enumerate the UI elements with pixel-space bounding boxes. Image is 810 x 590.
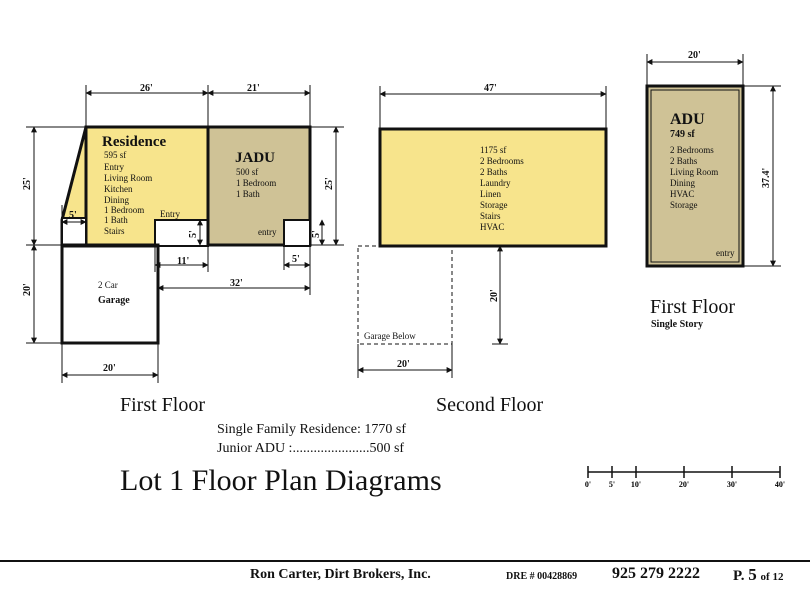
residence-room-line: Living Room <box>104 173 152 183</box>
residence-area: 595 sf <box>104 150 126 160</box>
jadu-room-line: 1 Bedroom <box>236 178 276 188</box>
residence-room-line: Entry <box>104 162 124 172</box>
residence-notch-dim: 5' <box>69 210 77 221</box>
first-floor-caption: First Floor <box>120 394 205 416</box>
adu-area: 749 sf <box>670 129 695 140</box>
residence-width-dim: 26' <box>140 83 153 94</box>
second-floor-room-line: Storage <box>480 200 508 210</box>
second-floor-room-line: Laundry <box>480 178 511 188</box>
footer-phone: 925 279 2222 <box>612 565 700 582</box>
residence-title: Residence <box>102 134 166 150</box>
adu-width-dim: 20' <box>688 50 701 61</box>
adu-room-line: Storage <box>670 200 698 210</box>
garage-label-line2: Garage <box>98 295 130 306</box>
first-floor-dimensions <box>26 85 344 383</box>
scale-tick-label: 10' <box>631 480 641 489</box>
garage-label-line1: 2 Car <box>98 280 118 290</box>
garage-room <box>60 243 160 345</box>
residence-room-line: Stairs <box>104 226 125 236</box>
adu-entry-label: entry <box>716 248 735 258</box>
adu-room-line: 2 Baths <box>670 156 698 166</box>
adu-room-line: Dining <box>670 178 696 188</box>
footer: Ron Carter, Dirt Brokers, Inc. DRE # 004… <box>0 560 810 590</box>
footer-page-total: of 12 <box>760 571 784 583</box>
footer-dre: DRE # 00428869 <box>506 571 578 582</box>
garage-height-dim: 20' <box>22 283 33 296</box>
adu-floor-caption: First Floor <box>650 296 735 318</box>
scale-tick-label: 5' <box>609 480 615 489</box>
second-floor-room-line: Stairs <box>480 211 501 221</box>
residence-room-line: 1 Bath <box>104 215 128 225</box>
residence-step-dim: 5' <box>188 230 199 238</box>
scale-tick-label: 40' <box>775 480 785 489</box>
second-floor-area: 1175 sf <box>480 145 506 155</box>
footer-company: Ron Carter, Dirt Brokers, Inc. <box>250 567 431 582</box>
residence-room-line: Kitchen <box>104 184 133 194</box>
garage-span-dim: 32' <box>230 278 243 289</box>
adu-dimensions <box>646 54 781 267</box>
garage-below-outline <box>357 245 453 345</box>
jadu-notch-h-dim: 5' <box>292 254 300 265</box>
second-floor-room <box>378 127 608 248</box>
garage-below-label: Garage Below <box>364 331 416 341</box>
adu-room-line: 2 Bedrooms <box>670 145 714 155</box>
adu-room-line: Living Room <box>670 167 718 177</box>
second-floor-caption: Second Floor <box>436 394 544 416</box>
scale-tick-label: 0' <box>585 480 591 489</box>
footer-page-prefix: P. <box>733 568 745 584</box>
adu-room-line: HVAC <box>670 189 694 199</box>
jadu-entry-label: entry <box>258 227 277 237</box>
second-floor-height-dim: 20' <box>489 289 500 302</box>
residence-height-dim: 25' <box>22 177 33 190</box>
second-floor-room-line: 2 Baths <box>480 167 508 177</box>
footer-page-num: 5 <box>748 565 757 584</box>
adu-height-dim: 37.4' <box>761 168 772 189</box>
jadu-width-dim: 21' <box>247 83 260 94</box>
floor-plan-diagram: Residence 595 sf Entry Living Room Kitch… <box>22 50 785 497</box>
jadu-title: JADU <box>235 150 275 166</box>
jadu-room-line: 1 Bath <box>236 189 260 199</box>
footer-page: P. 5 of 12 <box>733 565 783 585</box>
adu-story-caption: Single Story <box>651 319 703 330</box>
main-title: Lot 1 Floor Plan Diagrams <box>120 464 442 497</box>
jadu-notch-v-dim: 5' <box>311 230 322 238</box>
second-floor-width-dim: 47' <box>484 83 497 94</box>
scale-tick-label: 20' <box>679 480 689 489</box>
jadu-area: 500 sf <box>236 167 258 177</box>
summary-sfr: Single Family Residence: 1770 sf <box>217 422 406 437</box>
residence-entry-label: Entry <box>160 209 180 219</box>
garage-offset-dim: 11' <box>177 256 189 267</box>
jadu-height-dim: 25' <box>324 177 335 190</box>
scale-bar: 0' 5' 10' 20' 30' 40' <box>585 466 785 489</box>
second-floor-room-line: 2 Bedrooms <box>480 156 524 166</box>
garage-width-dim: 20' <box>103 363 116 374</box>
residence-room-line: Dining <box>104 195 130 205</box>
first-floor-plan <box>60 125 312 345</box>
second-floor-room-line: HVAC <box>480 222 504 232</box>
residence-room-line: 1 Bedroom <box>104 205 144 215</box>
scale-tick-label: 30' <box>727 480 737 489</box>
garage-below-width-dim: 20' <box>397 359 410 370</box>
adu-room <box>645 84 745 268</box>
adu-title: ADU <box>670 111 705 128</box>
second-floor-dimensions <box>357 86 607 378</box>
summary-jadu: Junior ADU :......................500 sf <box>217 441 404 456</box>
second-floor-room-line: Linen <box>480 189 501 199</box>
